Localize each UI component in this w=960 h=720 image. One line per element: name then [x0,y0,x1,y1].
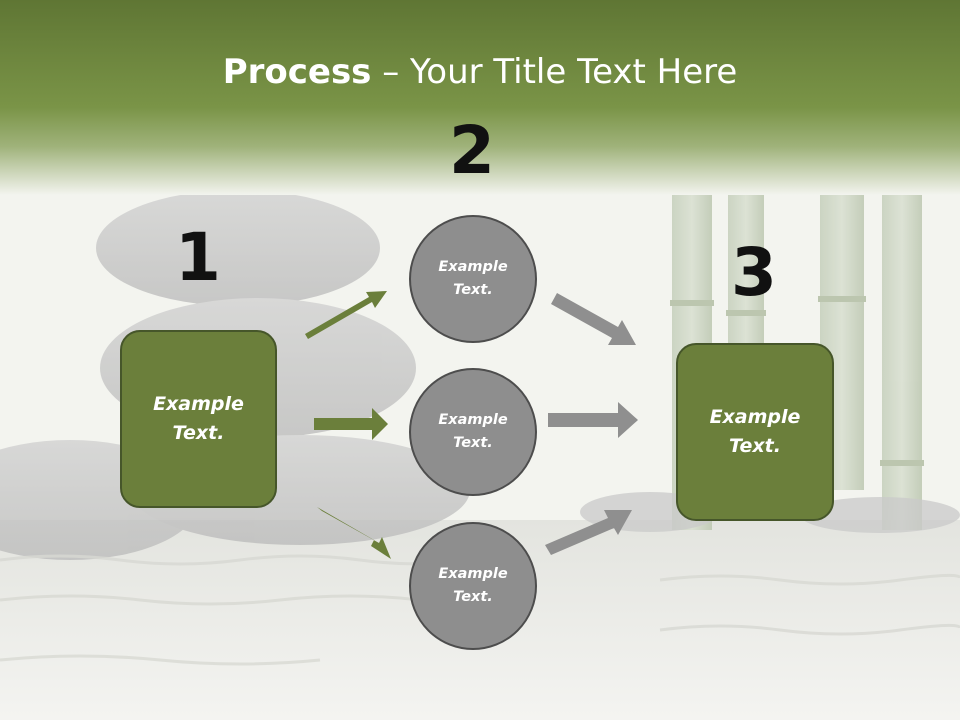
gray-arrows [545,293,638,555]
end-box: Example Text. [676,343,834,521]
step-number-2: 2 [449,112,495,189]
circle-middle: Example Text. [409,368,537,496]
arrow-top-to-end [551,293,636,345]
circle-bottom: Example Text. [409,522,537,650]
circle-middle-text: Example Text. [438,412,508,451]
circle-top-text: Example Text. [438,259,508,298]
slide-title: Process – Your Title Text Here [0,52,960,92]
circle-bottom-text: Example Text. [438,566,508,605]
start-box-text: Example Text. [153,393,244,444]
green-arrows [305,291,391,559]
arrow-to-bottom-circle [317,507,391,559]
end-box-text: Example Text. [709,406,801,457]
title-rest: – Your Title Text Here [371,52,738,92]
step-number-3: 3 [731,234,777,311]
title-bold: Process [222,52,372,92]
arrow-to-top-circle [305,291,387,339]
circle-top: Example Text. [409,215,537,343]
step-number-1: 1 [175,219,221,296]
arrow-middle-to-end [548,402,638,438]
start-box: Example Text. [120,330,277,508]
arrow-bottom-to-end [545,510,632,555]
arrow-to-middle-circle [314,408,388,440]
